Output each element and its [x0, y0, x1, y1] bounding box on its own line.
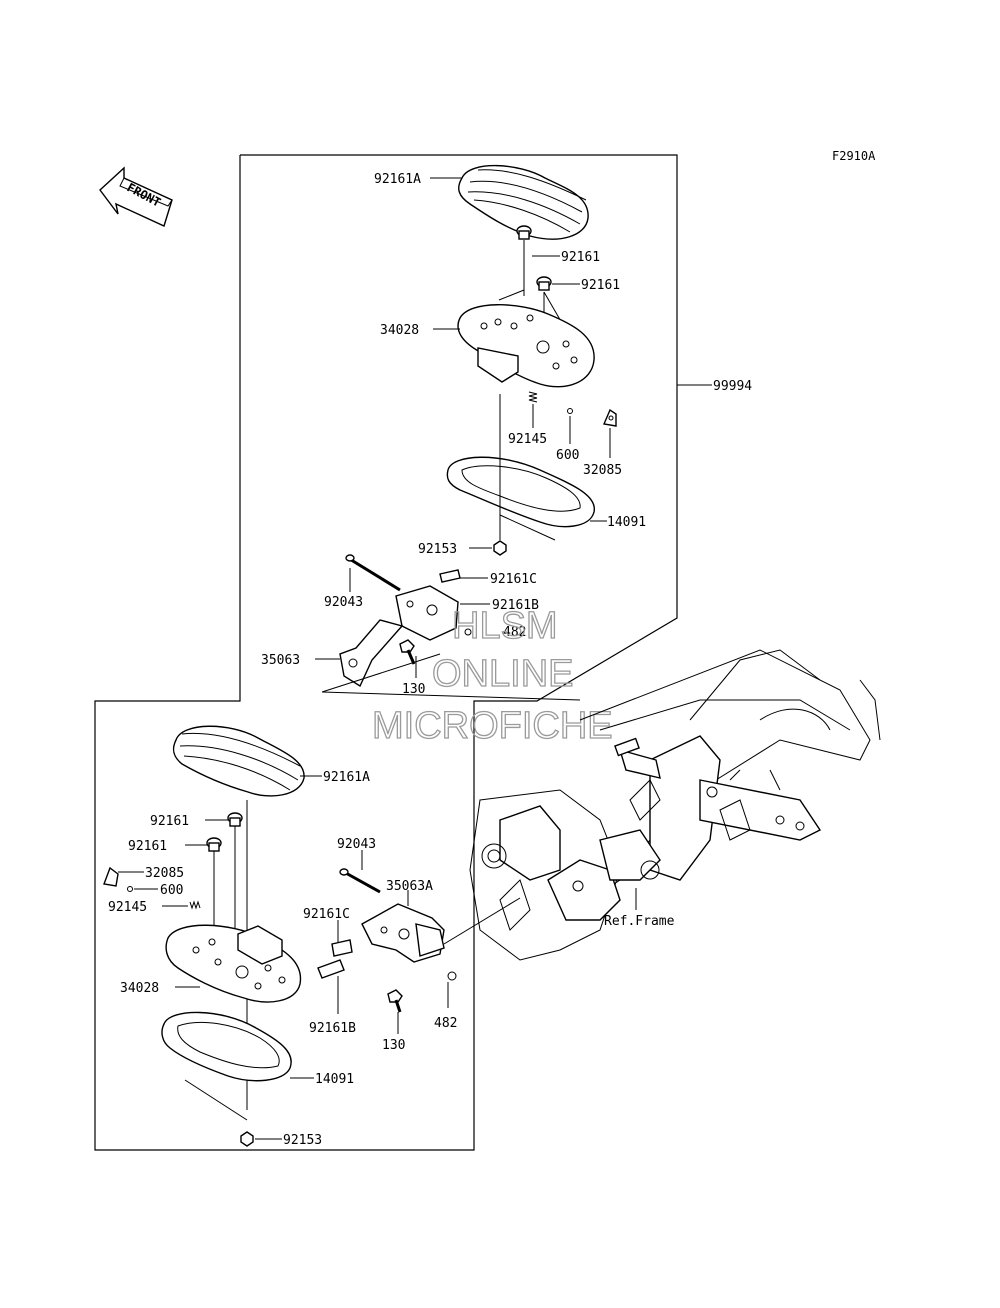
lower-label-spring: 92145: [108, 900, 147, 915]
lower-label-plate: 34028: [120, 981, 159, 996]
lower-spring-icon: [189, 900, 201, 910]
lower-label-nut: 92153: [283, 1133, 322, 1148]
lower-label-detent: 32085: [145, 866, 184, 881]
assembly-callout: 99994: [713, 379, 752, 394]
lower-label-clip: 482: [434, 1016, 457, 1031]
lower-label-spacer-c: 92161C: [303, 907, 350, 922]
upper-label-pin: 92043: [324, 595, 363, 610]
lower-label-footboard-pad: 92161A: [323, 770, 370, 785]
upper-damper-a: [516, 225, 532, 240]
lower-bolt: [387, 989, 403, 1013]
upper-label-damper-a: 92161: [561, 250, 600, 265]
lower-detent-icon: [103, 866, 119, 887]
lower-damper-b: [206, 837, 222, 852]
upper-clip-icon: [464, 628, 472, 636]
upper-assembly: 92161A 92161 92161: [261, 164, 646, 701]
upper-label-damper-b: 92161: [581, 278, 620, 293]
assembly-outline: [94, 154, 678, 1151]
lower-spacer-c: [331, 939, 353, 957]
lower-label-ball: 600: [160, 883, 183, 898]
upper-label-nut: 92153: [418, 542, 457, 557]
lower-damper-a: [227, 812, 243, 827]
watermark-line-1: HLSM: [452, 605, 558, 647]
upper-label-bracket: 35063: [261, 653, 300, 668]
lower-label-bracket: 35063A: [386, 879, 433, 894]
front-arrow-icon: FRONT: [99, 166, 173, 227]
lower-cover: [161, 1011, 292, 1082]
upper-damper-b: [536, 276, 552, 291]
upper-ball-icon: [567, 408, 573, 414]
upper-label-bolt: 130: [402, 682, 425, 697]
upper-detent-icon: [603, 408, 617, 427]
upper-plate: [457, 304, 595, 388]
lower-assembly: 92161A 92161 92161 32085 600 92145: [103, 725, 521, 1148]
lower-label-cover: 14091: [315, 1072, 354, 1087]
reference-frame-drawing: [469, 649, 881, 961]
upper-label-clip: 482: [503, 625, 526, 640]
upper-label-footboard-pad: 92161A: [374, 172, 421, 187]
upper-label-detent: 32085: [583, 463, 622, 478]
upper-spring-icon: [528, 391, 538, 403]
lower-label-damper-b: 92161: [128, 839, 167, 854]
watermark-line-2: ONLINE: [432, 653, 573, 695]
reference-frame-label: Ref.Frame: [604, 914, 675, 929]
upper-label-spacer-c: 92161C: [490, 572, 537, 587]
upper-nut-icon: [493, 540, 507, 556]
lower-bracket: [361, 903, 445, 963]
upper-footboard-pad: [458, 164, 589, 240]
lower-label-spacer-b: 92161B: [309, 1021, 356, 1036]
upper-bolt: [399, 639, 416, 665]
upper-spacer-c: [439, 569, 461, 583]
lower-label-pin: 92043: [337, 837, 376, 852]
upper-label-ball: 600: [556, 448, 579, 463]
lower-footboard-pad: [172, 725, 305, 797]
lower-clip-icon: [447, 971, 457, 981]
lower-spacer-b: [317, 959, 345, 979]
upper-label-spacer-b: 92161B: [492, 598, 539, 613]
watermark-line-3: MICROFICHE: [372, 705, 613, 747]
lower-plate: [165, 924, 302, 1003]
upper-cover: [446, 456, 595, 528]
upper-label-cover: 14091: [607, 515, 646, 530]
figure-code: F2910A: [832, 149, 876, 163]
lower-pin: [339, 868, 381, 894]
upper-label-plate: 34028: [380, 323, 419, 338]
watermark: HLSM ONLINE MICROFICHE: [371, 604, 613, 747]
lower-nut-icon: [240, 1131, 254, 1147]
lower-ball-icon: [127, 886, 133, 892]
upper-label-spring: 92145: [508, 432, 547, 447]
upper-bracket: [339, 585, 459, 688]
upper-pin: [345, 554, 401, 592]
lower-label-bolt: 130: [382, 1038, 405, 1053]
lower-label-damper-a: 92161: [150, 814, 189, 829]
